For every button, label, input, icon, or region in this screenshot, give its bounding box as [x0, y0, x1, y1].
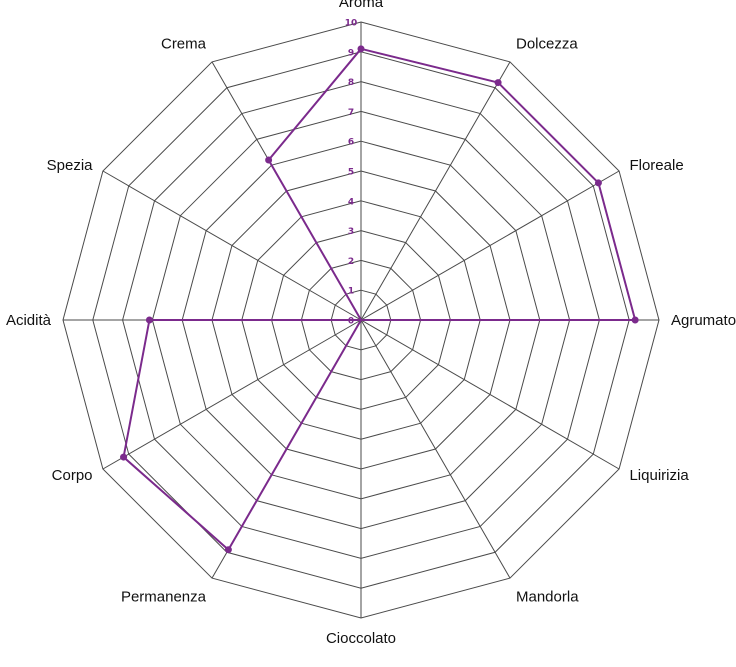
category-label-liquirizia: Liquirizia: [629, 467, 689, 484]
category-label-corpo: Corpo: [52, 467, 93, 484]
category-label-crema: Crema: [161, 36, 207, 53]
data-point-acidità: [145, 316, 153, 324]
category-label-cioccolato: Cioccolato: [326, 630, 396, 647]
data-point-agrumato: [631, 316, 639, 324]
radial-tick-labels: 0 1 2 3 4 5 6 7 8 9 10: [345, 19, 358, 327]
tick-label-6: 6: [348, 138, 354, 148]
data-point-floreale: [594, 179, 602, 187]
category-label-aroma: Aroma: [339, 0, 384, 11]
category-label-agrumato: Agrumato: [671, 312, 736, 329]
tick-label-3: 3: [348, 227, 354, 237]
tick-label-0: 0: [348, 317, 354, 327]
tick-label-8: 8: [348, 78, 354, 88]
category-label-spezia: Spezia: [47, 157, 94, 174]
tick-label-2: 2: [348, 257, 354, 267]
spoke-3: [360, 170, 620, 321]
tick-label-10: 10: [345, 19, 358, 29]
tick-label-4: 4: [348, 197, 354, 207]
data-point-dolcezza: [494, 79, 502, 87]
category-label-floreale: Floreale: [629, 157, 683, 174]
category-label-dolcezza: Dolcezza: [516, 36, 578, 53]
spoke-6: [360, 319, 511, 579]
data-point-crema: [265, 156, 273, 164]
category-label-permanenza: Permanenza: [121, 588, 207, 605]
spoke-2: [360, 61, 511, 321]
tick-label-7: 7: [348, 108, 354, 118]
data-series: [120, 45, 639, 554]
series-line-1: [122, 47, 637, 551]
spoke-9: [102, 319, 362, 470]
category-labels: AromaDolcezzaFlorealeAgrumatoLiquiriziaM…: [6, 0, 736, 647]
data-point-permanenza: [224, 546, 232, 554]
data-point-aroma: [357, 45, 365, 53]
tick-label-5: 5: [348, 168, 354, 178]
spoke-11: [102, 170, 362, 321]
category-label-mandorla: Mandorla: [516, 588, 579, 605]
category-label-acidità: Acidità: [6, 312, 52, 329]
spoke-5: [360, 319, 620, 470]
tick-label-9: 9: [348, 48, 354, 58]
data-point-corpo: [120, 453, 128, 461]
tick-label-1: 1: [348, 287, 354, 297]
